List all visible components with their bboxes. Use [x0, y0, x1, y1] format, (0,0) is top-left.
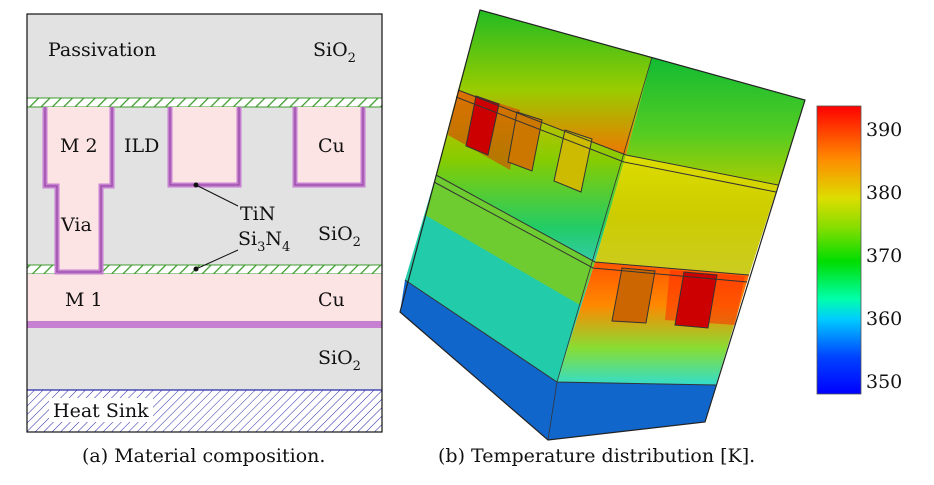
- m1-copper-layer: [27, 274, 382, 322]
- heatsink-right-face: [548, 382, 716, 440]
- colorbar-ticks: 390 380 370 360 350: [866, 119, 902, 393]
- tin-leader-line: [195, 184, 239, 207]
- label-sio2-mid: SiO2: [318, 223, 361, 250]
- block-right-middle: [595, 155, 778, 275]
- label-ild: ILD: [124, 135, 159, 157]
- m2-trench-middle: [170, 107, 239, 185]
- caption-a: (a) Material composition.: [82, 445, 325, 467]
- colorbar-tick-350: 350: [866, 371, 902, 393]
- label-m2: M 2: [60, 135, 98, 157]
- colorbar-tick-360: 360: [866, 308, 902, 330]
- label-sio2-top: SiO2: [313, 39, 356, 66]
- colorbar-tick-390: 390: [866, 119, 902, 141]
- colorbar-tick-370: 370: [866, 245, 902, 267]
- m2-via-structure: [45, 107, 112, 272]
- block-outline: [399, 9, 806, 441]
- panel-a-material-composition: Passivation SiO2 M 2 ILD Cu Via TiN SiO2…: [26, 13, 383, 467]
- si3n4-leader-line: [195, 249, 239, 270]
- via-lower-2: [674, 271, 718, 329]
- m1-tin-liner: [27, 321, 382, 328]
- heatsink-left-face: [400, 280, 557, 440]
- label-cu-top: Cu: [318, 135, 345, 157]
- label-tin: TiN: [240, 203, 275, 225]
- label-si3n4: Si3N4: [238, 228, 290, 255]
- si3n4-upper-layer: [26, 97, 383, 108]
- m2-trench-right: [295, 107, 363, 185]
- panel-b-temperature-distribution: 390 380 370 360 350 (b) Temperature dist…: [399, 9, 902, 467]
- label-heat-sink: Heat Sink: [53, 400, 149, 422]
- label-via: Via: [60, 214, 92, 236]
- caption-b: (b) Temperature distribution [K].: [438, 445, 755, 467]
- label-cu-bottom: Cu: [318, 289, 345, 311]
- block-right-upper: [626, 57, 805, 185]
- colorbar-tick-380: 380: [866, 182, 902, 204]
- panel-a-frame: [26, 13, 383, 433]
- label-passivation: Passivation: [48, 39, 156, 61]
- via-lower-1: [611, 267, 656, 324]
- colorbar: [816, 105, 862, 395]
- label-m1: M 1: [65, 289, 103, 311]
- label-sio2-bottom: SiO2: [318, 347, 361, 374]
- block-left-upper: [458, 10, 652, 155]
